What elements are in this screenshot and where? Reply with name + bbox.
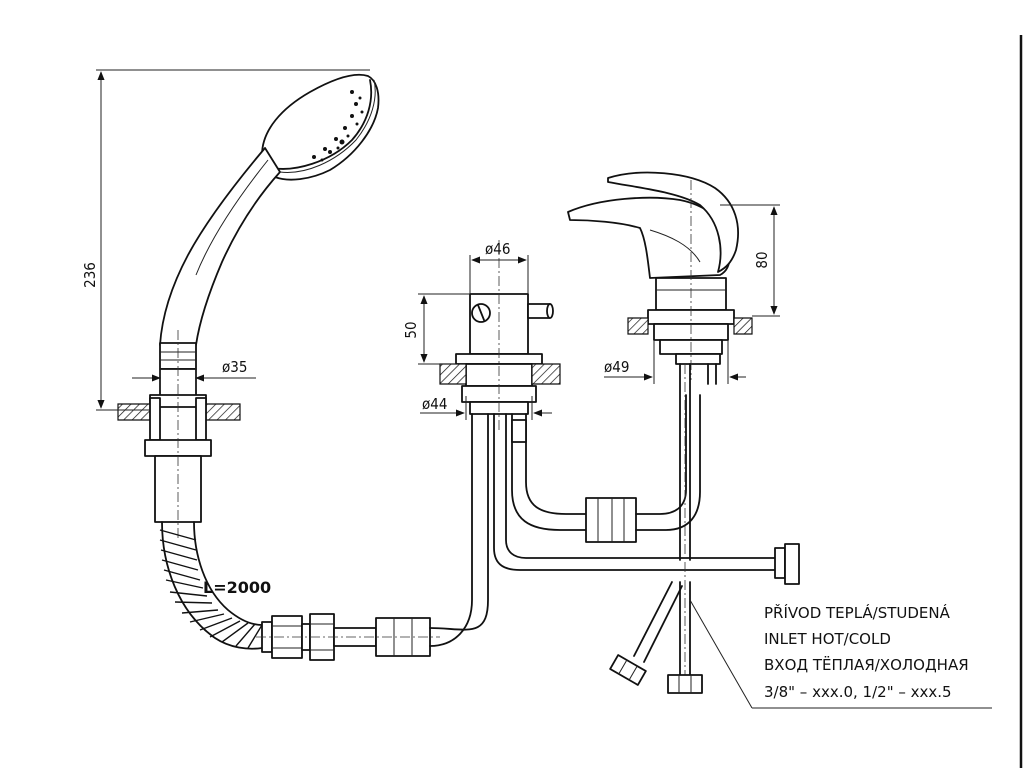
inlet-note-line-2: INLET HOT/COLD <box>764 630 891 648</box>
svg-text:236: 236 <box>81 262 99 288</box>
shower-hose <box>159 521 440 661</box>
spray-nozzles <box>312 90 364 162</box>
inlet-note-line-1: PŘÍVOD TEPLÁ/STUDENÁ <box>764 603 951 622</box>
basin-mixer <box>567 171 753 694</box>
dim-35: ø35 <box>132 358 256 390</box>
svg-text:ø35: ø35 <box>222 358 247 376</box>
svg-text:80: 80 <box>753 251 771 268</box>
svg-text:ø46: ø46 <box>485 240 510 258</box>
svg-text:50: 50 <box>402 321 420 338</box>
dim-46: ø46 <box>469 240 529 294</box>
dim-44: ø44 <box>420 395 552 420</box>
inlet-note-line-3: ВХОД ТЁПЛАЯ/ХОЛОДНАЯ <box>764 655 969 674</box>
inlet-note: PŘÍVOD TEPLÁ/STUDENÁ INLET HOT/COLD ВХОД… <box>689 599 992 709</box>
diverter-pipes <box>429 394 800 647</box>
svg-text:ø44: ø44 <box>422 395 447 413</box>
diverter <box>439 240 561 430</box>
dim-50: 50 <box>402 293 470 365</box>
dim-49: ø49 <box>604 340 746 384</box>
hose-length-label: L=2000 <box>203 578 271 597</box>
svg-text:ø49: ø49 <box>604 358 629 376</box>
hand-shower <box>117 73 380 540</box>
dim-236: 236 <box>81 69 370 411</box>
dim-80: 80 <box>720 204 780 317</box>
inlet-note-line-4: 3/8" – xxx.0, 1/2" – xxx.5 <box>764 683 952 701</box>
